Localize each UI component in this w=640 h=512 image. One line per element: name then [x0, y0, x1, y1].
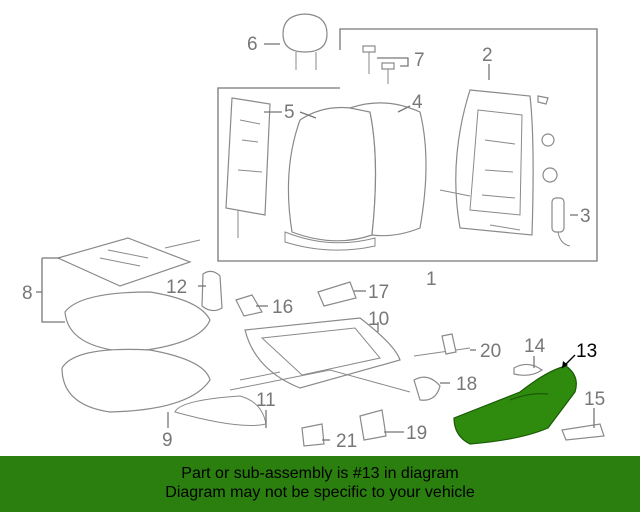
highlighted-part-13: [453, 365, 577, 445]
cushion: [61, 291, 211, 413]
bolts: [362, 45, 395, 84]
handle-15: [561, 423, 605, 441]
seatback-frame: [439, 89, 534, 236]
callout-5: 5: [284, 102, 295, 123]
callout-4: 4: [412, 92, 423, 113]
bracket-16: [235, 294, 263, 317]
frame-clips: [537, 95, 558, 183]
callout-21: 21: [336, 431, 357, 452]
heater-mat: [56, 237, 201, 287]
cover-18: [413, 376, 441, 401]
callout-3: 3: [580, 206, 591, 227]
callout-1: 1: [426, 269, 437, 290]
headrest: [282, 13, 328, 70]
seatback-group-frame: [217, 28, 598, 262]
callout-15: 15: [584, 389, 605, 410]
bracket-21: [301, 423, 325, 447]
callout-13: 13: [576, 341, 597, 362]
banner-line-1: Part or sub-assembly is #13 in diagram: [181, 465, 459, 482]
callout-20: 20: [480, 341, 501, 362]
banner-line-2: Diagram may not be specific to your vehi…: [165, 484, 475, 501]
cover-12: [201, 270, 223, 312]
seatback-cover: [284, 102, 427, 251]
callout-17: 17: [368, 282, 389, 303]
callout-8: 8: [22, 283, 33, 304]
parts-diagram: 1 2 3 4 5 6 7 8 9 10 11 12 13 14 15 16 1…: [22, 13, 605, 452]
callout-18: 18: [456, 374, 477, 395]
airbag-module: [551, 197, 571, 247]
bracket-17: [317, 281, 357, 307]
info-banner: Part or sub-assembly is #13 in diagram D…: [0, 456, 640, 512]
callout-12: 12: [166, 277, 187, 298]
callout-2: 2: [482, 45, 493, 66]
callout-7: 7: [414, 50, 425, 71]
callout-16: 16: [272, 297, 293, 318]
callout-10: 10: [368, 309, 389, 330]
seatback-pad: [225, 97, 271, 238]
callout-14: 14: [524, 336, 546, 357]
knob-14: [513, 363, 544, 376]
callout-6: 6: [247, 34, 258, 55]
cover-19: [359, 409, 387, 441]
leader-lines: [36, 43, 595, 441]
callout-11: 11: [256, 390, 276, 411]
callout-9: 9: [162, 430, 173, 451]
cushion-frame: [229, 317, 411, 393]
rod-20: [413, 333, 471, 357]
wire-harness: [174, 395, 267, 426]
callout-19: 19: [406, 423, 427, 444]
